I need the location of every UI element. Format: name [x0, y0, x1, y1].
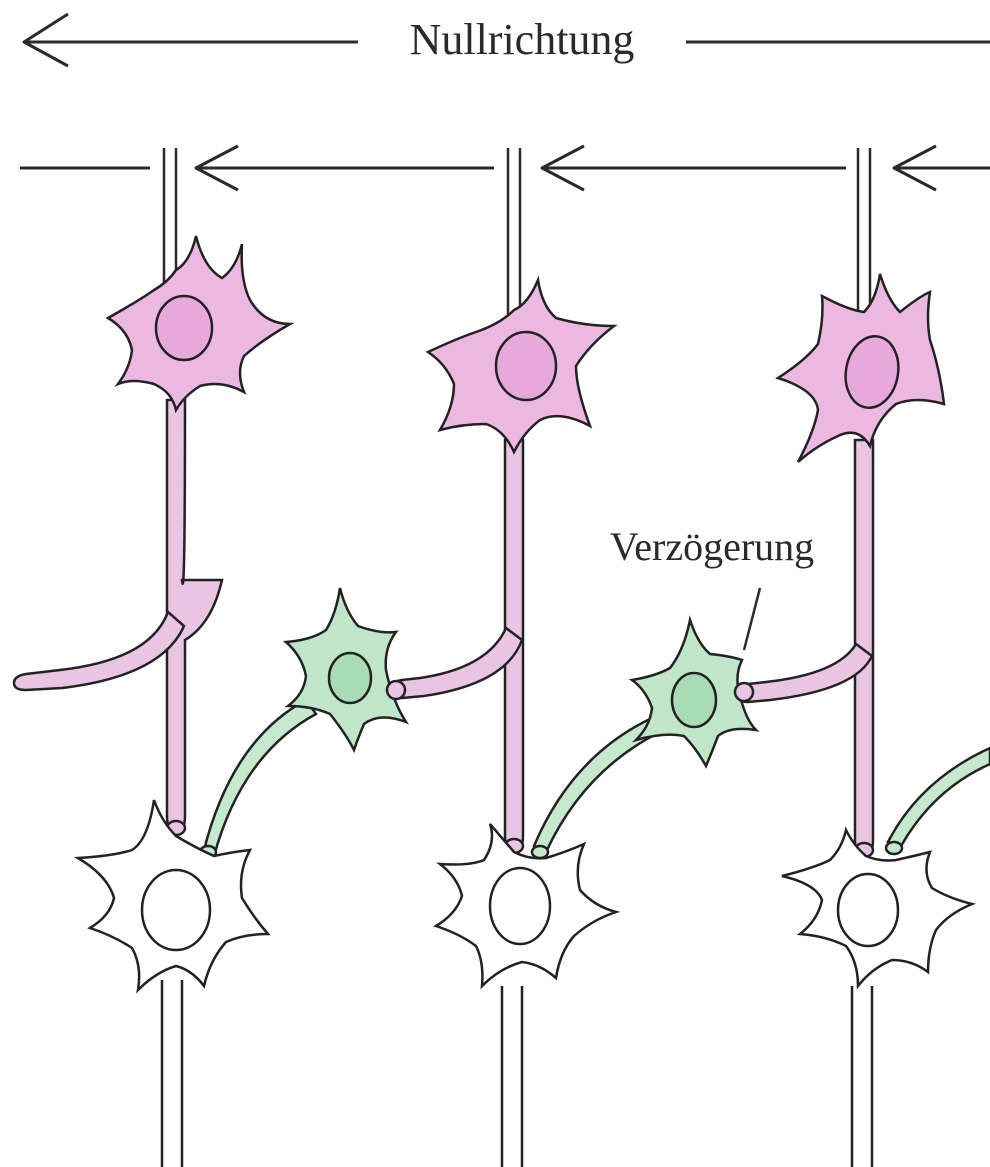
receptor-cell-2 — [428, 280, 614, 452]
receptor-collateral-2 — [390, 628, 522, 698]
output-axon-3 — [852, 986, 872, 1167]
interneuron-axon-1 — [204, 700, 316, 856]
receptor-input-stalks — [164, 148, 870, 318]
synapse-knob-collateral-2 — [387, 681, 405, 699]
synapse-knobs — [167, 681, 902, 858]
output-cell-3 — [782, 830, 972, 986]
synapse-knob-collateral-3 — [735, 683, 753, 701]
output-axon-2 — [502, 986, 522, 1167]
delay-label: Verzögerung — [610, 524, 814, 569]
receptor-collateral-1 — [14, 612, 184, 690]
input-stalk-3 — [858, 148, 870, 318]
input-stalk-1 — [164, 148, 176, 282]
delay-pointer — [744, 588, 760, 650]
arrow-left-icon — [24, 14, 68, 66]
null-direction-label: Nullrichtung — [410, 15, 635, 64]
receptor-cell-1 — [108, 236, 290, 410]
delay-annotation: Verzögerung — [610, 524, 814, 650]
receptor-axon-1 — [167, 400, 222, 832]
receptor-axons — [14, 400, 873, 856]
input-stalk-2 — [508, 148, 520, 318]
interneuron-axon-3 — [888, 748, 990, 848]
output-axon-1 — [162, 980, 182, 1167]
receptor-cells — [108, 236, 944, 462]
null-direction-indicator: Nullrichtung — [24, 14, 990, 66]
receptor-collateral-3 — [736, 644, 872, 702]
output-cell-2 — [436, 824, 616, 986]
interneuron-cell-1 — [286, 588, 406, 750]
synapse-knob-green-3 — [886, 842, 902, 854]
output-axons — [162, 980, 872, 1167]
synapse-knob-green-2 — [532, 846, 548, 858]
